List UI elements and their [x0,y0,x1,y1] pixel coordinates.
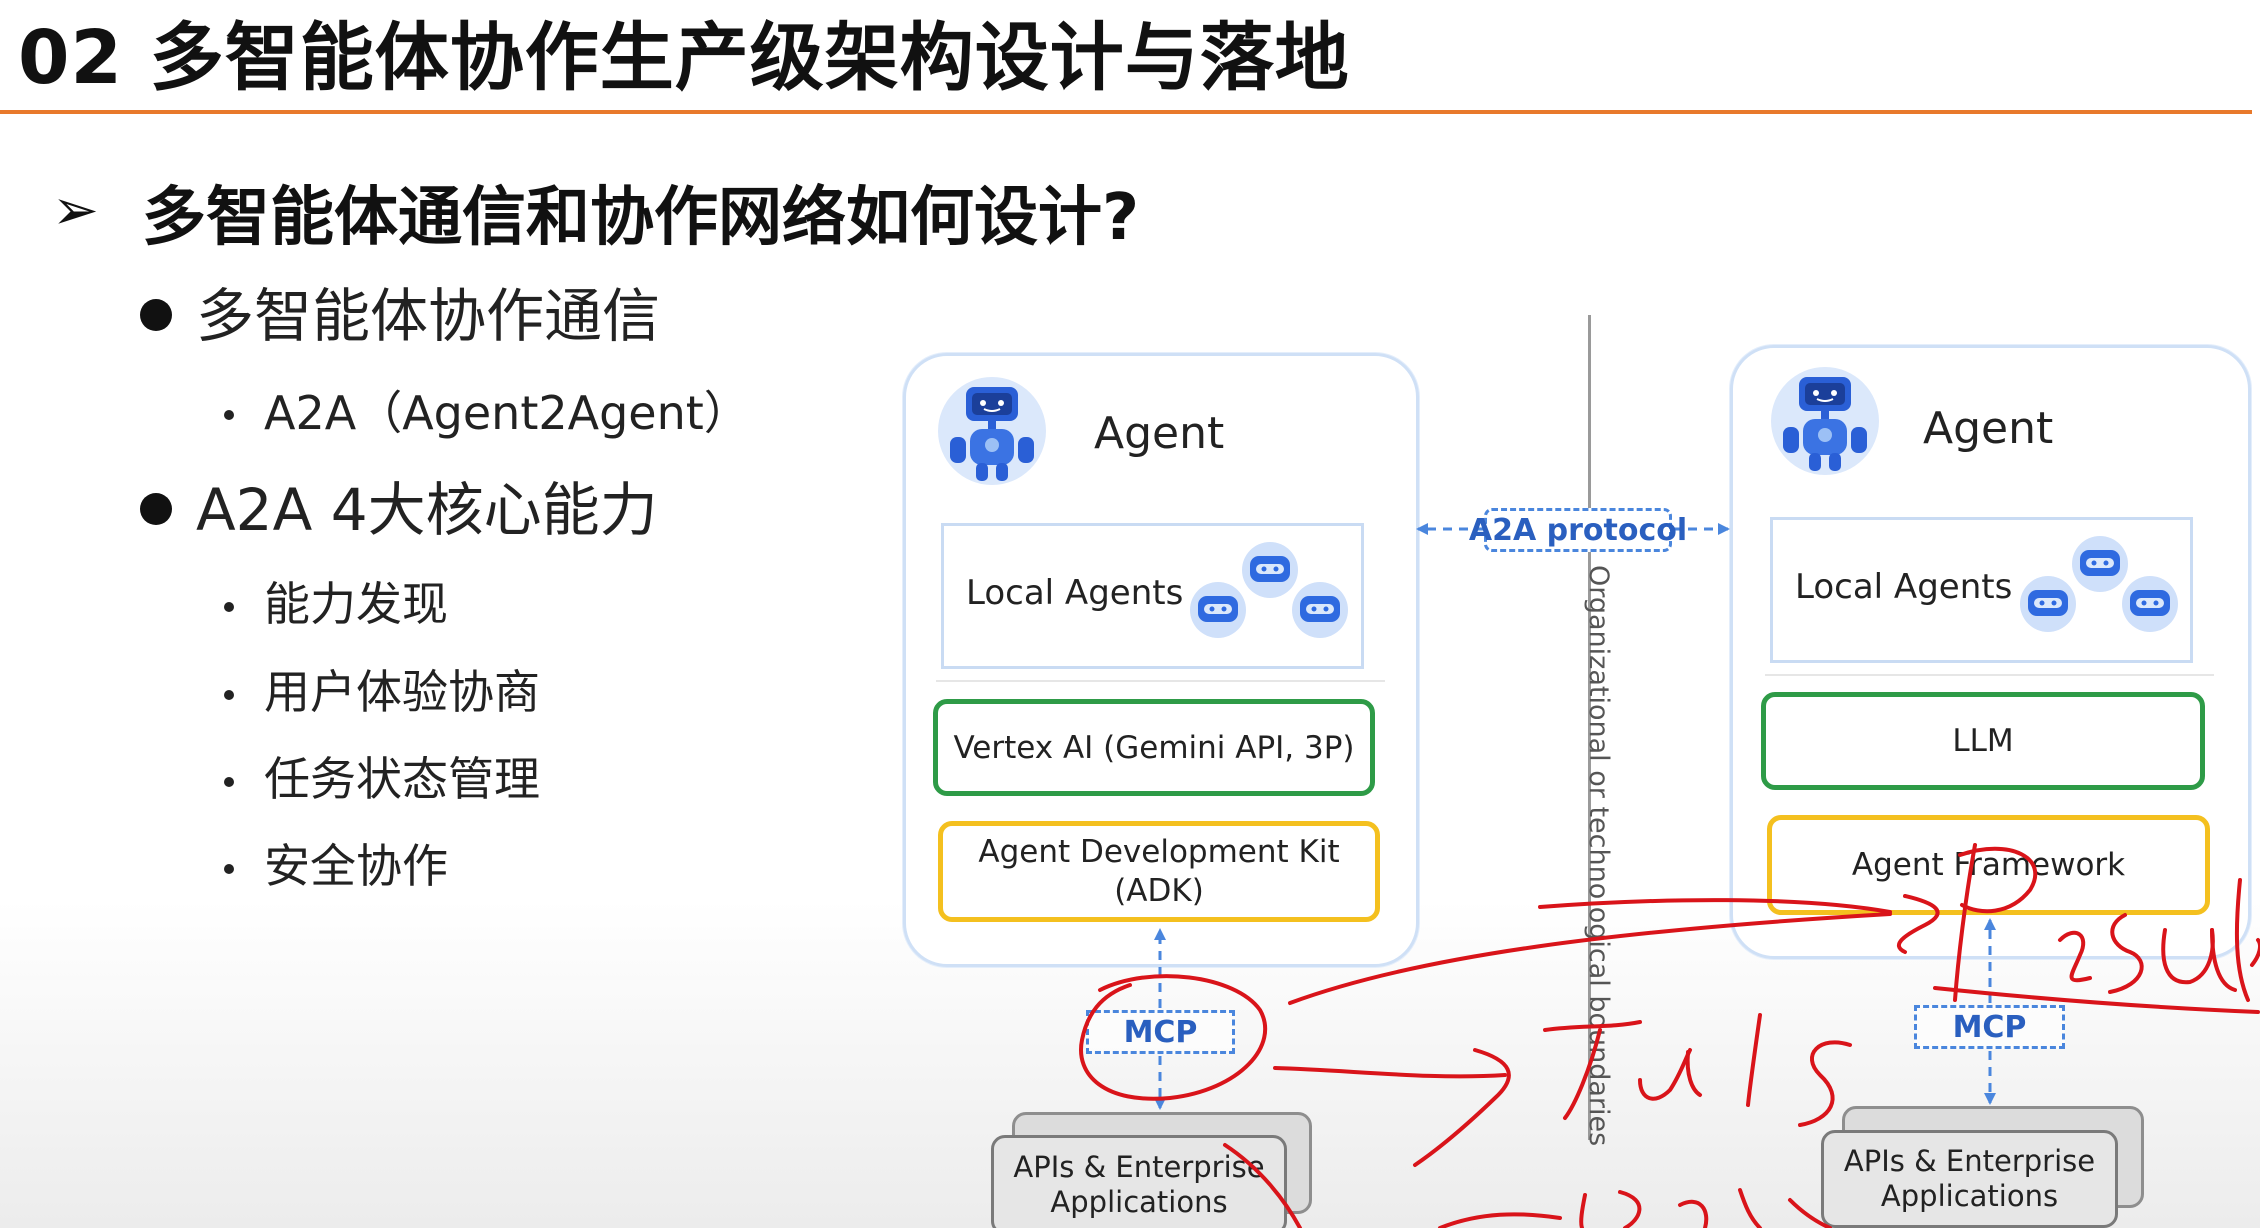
robot-icon [1771,367,1879,475]
left-apis-box: APIs & Enterprise Applications [991,1135,1287,1228]
right-mcp-box: MCP [1914,1005,2065,1049]
left-local-agents-box [941,523,1364,669]
left-mcp-box: MCP [1086,1010,1235,1054]
left-model-box: Vertex AI (Gemini API, 3P) [933,699,1375,796]
bullet-dot-icon [140,299,172,331]
sub-bullet-a2a: A2A（Agent2Agent） [264,386,750,440]
mini-agents-icon [2020,536,2178,632]
capability-ux-negotiation: 用户体验协商 [264,665,540,719]
sub-bullet-icon [224,864,234,874]
page-title: 02 多智能体协作生产级架构设计与落地 [18,15,1350,101]
robot-icon [938,377,1046,485]
capability-secure-collab: 安全协作 [264,839,448,893]
right-framework-box: Agent Framework [1767,815,2210,915]
right-apis-box: APIs & Enterprise Applications [1821,1130,2118,1228]
bullet-core-capabilities: A2A 4大核心能力 [196,476,658,544]
sub-bullet-icon [224,777,234,787]
sub-bullet-icon [224,690,234,700]
sub-bullet-icon [224,602,234,612]
right-separator [1765,674,2214,676]
arrow-right-icon: ➢ [52,178,99,243]
bullet-dot-icon [140,493,172,525]
mini-agents-icon [1190,542,1348,638]
left-separator [936,680,1385,682]
right-agent-title: Agent [1923,403,2054,454]
bullet-communication: 多智能体协作通信 [196,282,661,350]
left-local-agents-label: Local Agents [966,573,1184,613]
boundary-line [1588,315,1591,1140]
sub-bullet-icon [224,410,234,420]
header-rule [0,110,2252,114]
left-framework-box: Agent Development Kit (ADK) [938,821,1380,922]
right-model-box: LLM [1761,692,2205,790]
a2a-protocol-label: A2A protocol [1469,508,1687,552]
capability-task-state: 任务状态管理 [264,752,540,806]
capability-discovery: 能力发现 [264,577,448,631]
right-local-agents-label: Local Agents [1795,567,2013,607]
right-local-agents-box [1770,517,2193,663]
section-heading: 多智能体通信和协作网络如何设计? [142,181,1140,255]
left-agent-title: Agent [1094,408,1225,459]
